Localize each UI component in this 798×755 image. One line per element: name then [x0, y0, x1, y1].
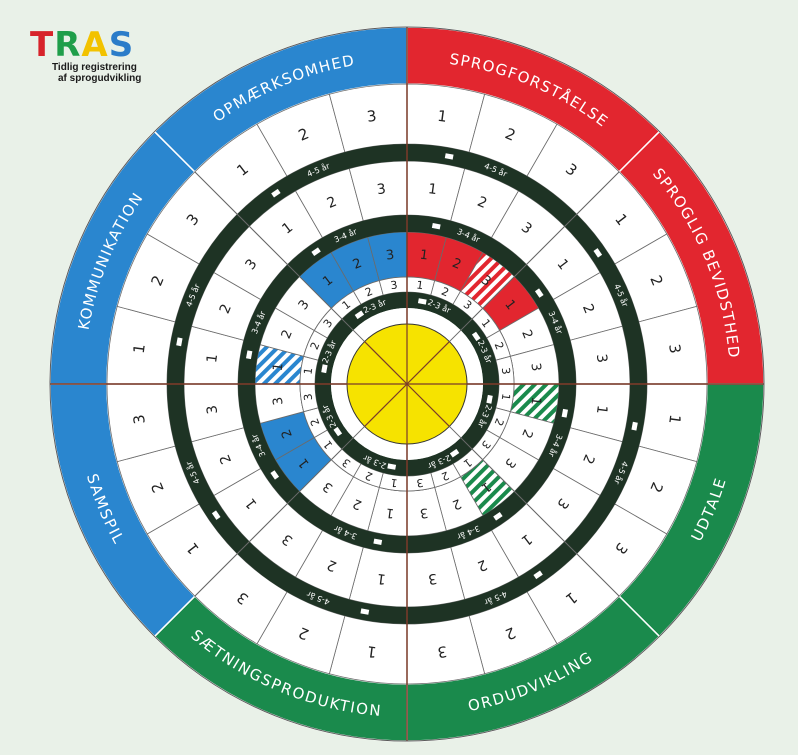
item-number-outer-udtale-1: 1: [665, 413, 684, 425]
age-ring-outer-marker-saetningsproduktion: [360, 608, 370, 615]
spoke-1: [406, 341, 450, 385]
item-number-inner-opmaerksomhed-2: 2: [363, 285, 374, 300]
logo-letter-r: R: [54, 25, 82, 65]
item-number-outer2-ordudvikling-3: 3: [427, 570, 438, 587]
age-ring-inner-marker-sproglig-bevidsthed: [471, 331, 481, 342]
item-number-middle-samspil-3: 3: [271, 396, 287, 406]
item-number-inner-udtale-2: 2: [492, 416, 507, 427]
diag-divider-0: [449, 171, 620, 342]
diag-divider-1: [449, 426, 620, 597]
logo-letter-s: S: [108, 25, 135, 65]
age-ring-inner-marker-udtale: [486, 394, 493, 404]
item-number-outer2-saetningsproduktion-1: 1: [376, 570, 387, 587]
age-ring-middle-marker-udtale: [561, 408, 568, 418]
age-ring-outer-marker-sprogforstaaelse: [444, 153, 454, 160]
item-number-outer-ordudvikling-3: 3: [436, 642, 448, 661]
diag-divider-3: [194, 171, 365, 342]
age-ring-middle-marker-opmaerksomhed: [311, 247, 321, 257]
item-number-middle-opmaerksomhed-3: 3: [385, 248, 395, 264]
age-ring-outer-marker-sproglig-bevidsthed: [593, 248, 603, 258]
age-ring-middle-marker-ordudvikling: [493, 511, 503, 521]
item-number-outer2-samspil-3: 3: [204, 404, 221, 415]
age-ring-inner-marker-saetningsproduktion: [387, 463, 397, 470]
item-number-inner-kommunikation-1: 1: [301, 367, 315, 376]
tras-logo: TRAS Tidlig registrering af sprogudvikli…: [30, 28, 160, 84]
item-number-inner-samspil-3: 3: [301, 393, 315, 402]
item-number-outer-saetningsproduktion-1: 1: [366, 642, 378, 661]
item-number-inner-samspil-2: 2: [308, 416, 323, 427]
spoke-3: [406, 383, 450, 427]
spoke-7: [364, 341, 408, 385]
age-ring-middle-marker-sproglig-bevidsthed: [534, 288, 544, 298]
diag-divider-2: [194, 426, 365, 597]
item-number-inner-sprogforstaaelse-2: 2: [439, 285, 450, 300]
item-number-outer-samspil-3: 3: [130, 413, 149, 425]
age-ring-inner-marker-kommunikation: [321, 364, 328, 374]
item-number-inner-ordudvikling-2: 2: [439, 469, 450, 484]
item-number-inner-saetningsproduktion-1: 1: [390, 476, 399, 490]
logo-subtitle-line2: af sprogudvikling: [58, 73, 142, 84]
item-number-outer2-sproglig-bevidsthed-3: 3: [593, 353, 610, 364]
item-number-outer2-sprogforstaaelse-1: 1: [427, 181, 438, 198]
item-number-outer-sprogforstaaelse-1: 1: [436, 107, 448, 126]
item-number-inner-sproglig-bevidsthed-2: 2: [492, 340, 507, 351]
age-ring-outer-marker-opmaerksomhed: [271, 188, 281, 198]
tras-logo-letters: TRAS: [30, 28, 160, 62]
item-number-inner-kommunikation-2: 2: [308, 340, 323, 351]
age-ring-middle-marker-kommunikation: [246, 350, 253, 360]
age-ring-inner-marker-sprogforstaaelse: [417, 298, 427, 305]
item-number-middle-sprogforstaaelse-1: 1: [419, 248, 429, 264]
item-number-outer-opmaerksomhed-3: 3: [366, 107, 378, 126]
logo-letter-a: A: [81, 25, 109, 65]
item-number-middle-udtale-1: 1: [527, 396, 543, 406]
age-ring-outer-marker-samspil: [211, 510, 221, 520]
item-number-inner-opmaerksomhed-3: 3: [390, 278, 399, 292]
item-number-inner-sproglig-bevidsthed-3: 3: [499, 367, 513, 376]
age-ring-middle-marker-sprogforstaaelse: [431, 223, 441, 230]
item-number-inner-udtale-1: 1: [499, 393, 513, 402]
age-ring-inner-marker-ordudvikling: [449, 448, 460, 458]
age-ring-inner-marker-samspil: [333, 426, 343, 437]
item-number-outer-kommunikation-1: 1: [130, 343, 149, 355]
item-number-inner-saetningsproduktion-2: 2: [363, 469, 374, 484]
age-ring-middle-marker-saetningsproduktion: [373, 538, 383, 545]
logo-subtitle-line1: Tidlig registrering: [52, 62, 137, 73]
item-number-middle-ordudvikling-3: 3: [419, 504, 429, 520]
item-number-inner-sprogforstaaelse-1: 1: [416, 278, 425, 292]
age-ring-inner-marker-opmaerksomhed: [354, 310, 365, 320]
item-number-outer2-opmaerksomhed-3: 3: [376, 181, 387, 198]
logo-letter-t: T: [30, 25, 55, 65]
item-number-outer2-udtale-1: 1: [593, 404, 610, 415]
age-ring-middle-marker-samspil: [270, 470, 280, 480]
item-number-outer-sproglig-bevidsthed-3: 3: [665, 343, 684, 355]
age-ring-outer-marker-kommunikation: [176, 337, 183, 347]
item-number-middle-saetningsproduktion-1: 1: [385, 504, 395, 520]
age-ring-outer-marker-ordudvikling: [533, 570, 543, 580]
item-number-middle-sproglig-bevidsthed-3: 3: [527, 362, 543, 372]
item-number-middle-kommunikation-1: 1: [271, 362, 287, 372]
outer-edge: [49, 26, 765, 742]
spoke-5: [364, 383, 408, 427]
age-ring-outer-marker-udtale: [631, 421, 638, 431]
item-number-outer2-kommunikation-1: 1: [204, 353, 221, 364]
item-number-inner-ordudvikling-3: 3: [416, 476, 425, 490]
